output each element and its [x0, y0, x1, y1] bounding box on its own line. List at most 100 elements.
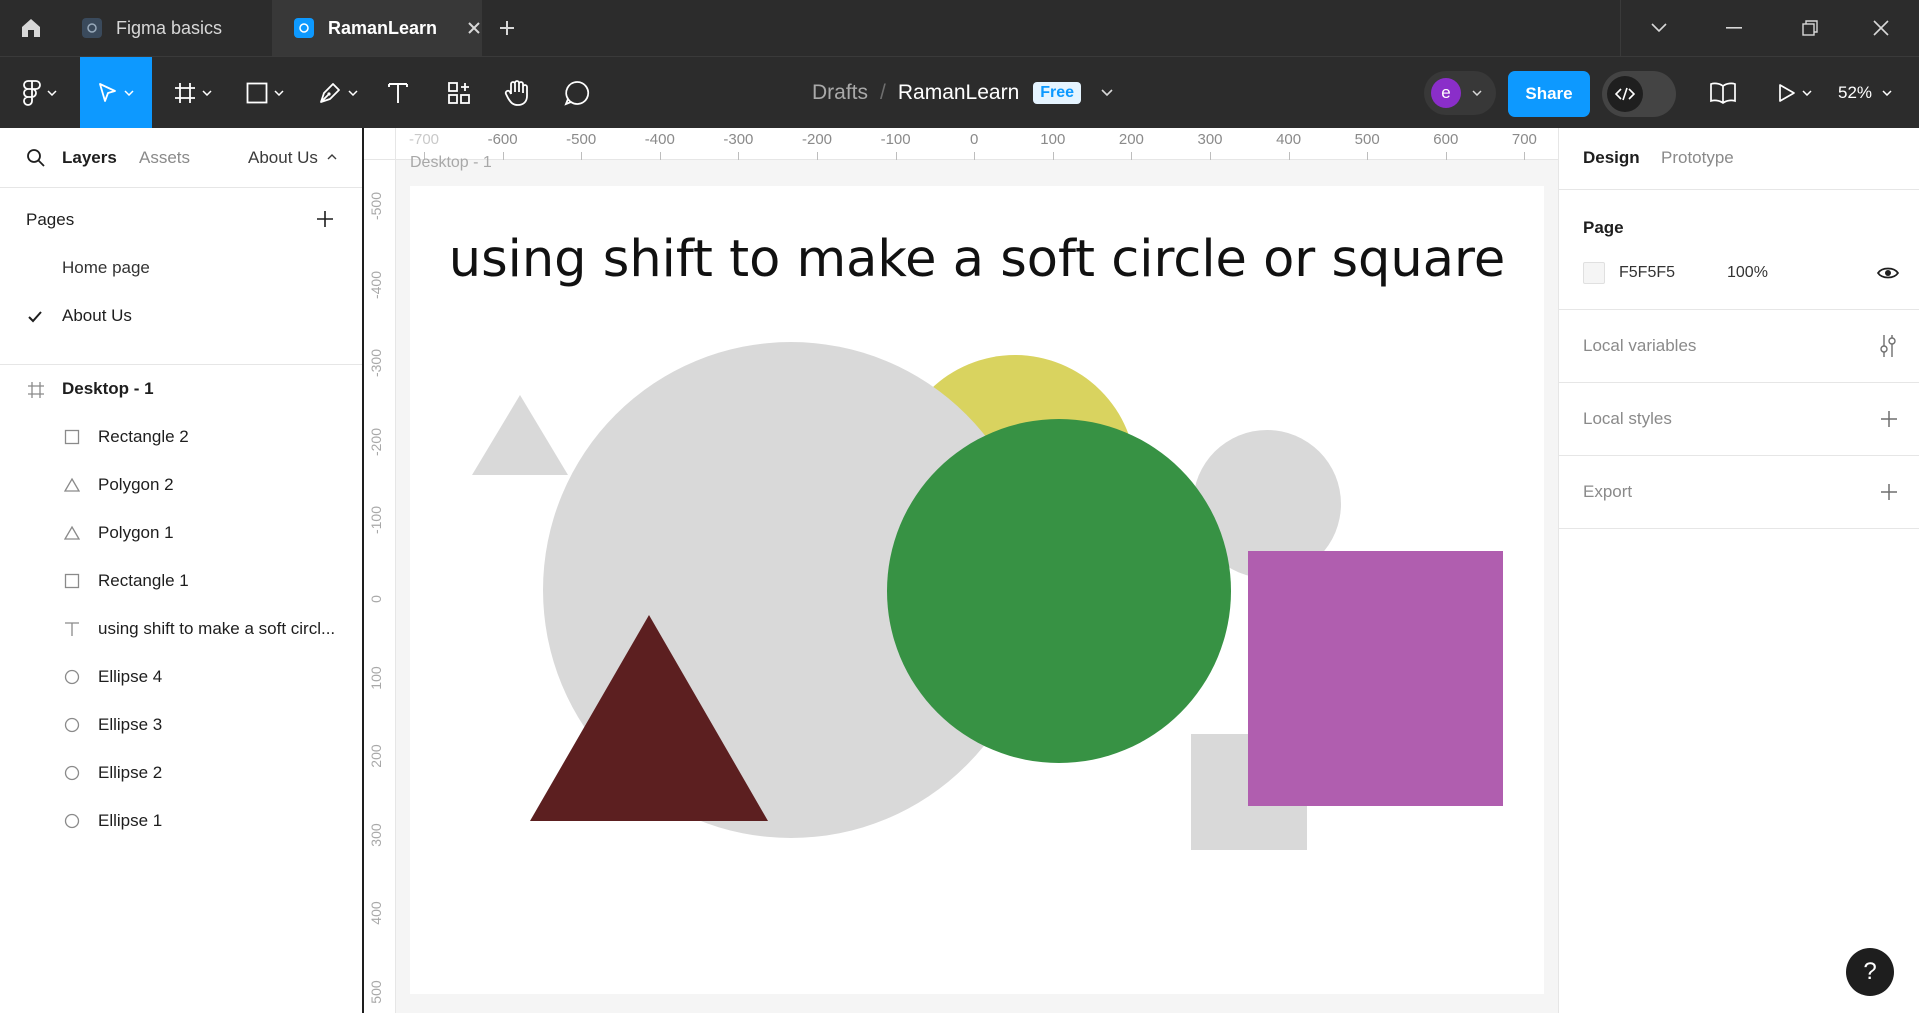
pen-tool-button[interactable]	[306, 57, 370, 129]
search-icon[interactable]	[26, 148, 46, 168]
tab-layers[interactable]: Layers	[62, 148, 117, 167]
layers-panel: Layers Assets About Us Pages Home page A…	[0, 128, 364, 1013]
polygon-gray[interactable]	[472, 395, 568, 475]
ruler-tick	[1210, 152, 1211, 160]
plan-badge[interactable]: Free	[1033, 82, 1082, 104]
shape-tool-button[interactable]	[234, 57, 296, 129]
close-window-button[interactable]	[1843, 0, 1919, 56]
layer-name: Rectangle 1	[98, 571, 189, 590]
layer-frame-desktop[interactable]: Desktop - 1	[0, 369, 360, 409]
zoom-menu[interactable]: 52%	[1838, 57, 1892, 129]
hand-icon	[504, 80, 528, 106]
ruler-tick-label: 600	[1433, 131, 1459, 148]
ruler-tick-label: 0	[970, 131, 979, 148]
local-variables-section[interactable]: Local variables	[1559, 310, 1919, 383]
ruler-tick-label: 500	[368, 980, 384, 1004]
adjust-icon[interactable]	[1878, 334, 1898, 358]
text-tool-button[interactable]	[376, 57, 420, 129]
avatar[interactable]: e	[1431, 78, 1461, 108]
present-button[interactable]	[1768, 57, 1822, 129]
file-name[interactable]: RamanLearn	[897, 81, 1020, 104]
ruler-tick	[895, 152, 897, 160]
ruler-tick-label: 100	[368, 665, 384, 690]
ruler-tick-label: 200	[1118, 131, 1144, 148]
layer-item[interactable]: using shift to make a soft circl...	[0, 609, 360, 649]
layer-item[interactable]: Rectangle 2	[0, 417, 360, 457]
page-item-about-us[interactable]: About Us	[62, 306, 132, 325]
ellipse-icon	[64, 669, 80, 685]
new-tab-button[interactable]	[482, 0, 532, 56]
multiplayer-button[interactable]: e	[1424, 71, 1496, 115]
hand-tool-button[interactable]	[494, 57, 540, 129]
move-tool-button[interactable]	[80, 57, 152, 129]
home-button[interactable]	[0, 0, 62, 56]
ellipse-green[interactable]	[887, 419, 1231, 763]
minimize-button[interactable]	[1696, 0, 1772, 56]
cursor-icon	[99, 83, 116, 102]
triangle-icon	[64, 477, 80, 492]
eye-icon[interactable]	[1877, 266, 1899, 280]
layer-name: Rectangle 2	[98, 427, 189, 446]
rectangle-purple[interactable]	[1248, 551, 1503, 806]
ruler-tick	[974, 152, 976, 160]
layer-item[interactable]: Ellipse 1	[0, 801, 360, 841]
chevron-up-icon[interactable]	[327, 154, 337, 160]
frame-icon	[175, 83, 195, 103]
layer-item[interactable]: Ellipse 4	[0, 657, 360, 697]
plus-icon[interactable]	[1880, 483, 1898, 501]
text-icon	[65, 622, 79, 636]
main-menu-button[interactable]	[10, 57, 70, 129]
restore-button[interactable]	[1772, 0, 1848, 56]
triangle-icon	[64, 525, 80, 540]
zoom-level: 52%	[1838, 83, 1873, 102]
tabs-menu-button[interactable]	[1620, 0, 1696, 56]
frame-label[interactable]: Desktop - 1	[410, 154, 492, 171]
local-styles-section[interactable]: Local styles	[1559, 383, 1919, 456]
tab-ramanlearn[interactable]: RamanLearn	[272, 0, 482, 56]
layer-name: Polygon 2	[98, 475, 174, 494]
add-page-icon[interactable]	[316, 210, 334, 228]
resources-tool-button[interactable]	[436, 57, 482, 129]
tab-figma-basics[interactable]: Figma basics	[62, 0, 272, 56]
layer-item[interactable]: Rectangle 1	[0, 561, 360, 601]
plus-icon[interactable]	[1880, 410, 1898, 428]
ellipse-small-gray[interactable]	[1193, 430, 1341, 578]
ruler-tick-label: 500	[1354, 131, 1380, 148]
dev-mode-toggle[interactable]	[1602, 71, 1676, 117]
layer-name: Ellipse 4	[98, 667, 163, 686]
ruler-tick	[1445, 152, 1447, 160]
close-tab-icon[interactable]	[467, 21, 481, 35]
chevron-down-icon[interactable]	[1101, 89, 1113, 97]
tab-design[interactable]: Design	[1583, 148, 1640, 167]
layer-item[interactable]: Polygon 2	[0, 465, 360, 505]
ellipse-icon	[64, 765, 80, 781]
toolbar: Drafts / RamanLearn Free e Share 52%	[0, 56, 1919, 129]
frame-tool-button[interactable]	[162, 57, 224, 129]
export-section[interactable]: Export	[1559, 456, 1919, 529]
ruler-tick	[1131, 152, 1133, 160]
layer-item[interactable]: Ellipse 2	[0, 753, 360, 793]
breadcrumb-drafts[interactable]: Drafts	[812, 81, 869, 104]
layer-item[interactable]: Ellipse 3	[0, 705, 360, 745]
library-button[interactable]	[1700, 57, 1746, 129]
heading-text[interactable]: using shift to make a soft circle or squ…	[448, 230, 1506, 289]
chevron-down-icon	[348, 90, 358, 96]
page-item-home[interactable]: Home page	[62, 258, 150, 277]
page-color-hex[interactable]: F5F5F5	[1619, 264, 1676, 281]
page-color-swatch[interactable]	[1583, 262, 1605, 284]
layer-item[interactable]: Polygon 1	[0, 513, 360, 553]
tab-prototype[interactable]: Prototype	[1661, 148, 1734, 167]
ellipse-icon	[64, 813, 80, 829]
help-button[interactable]: ?	[1846, 948, 1894, 996]
share-button[interactable]: Share	[1508, 71, 1590, 117]
ruler-tick-label: 400	[368, 901, 384, 926]
page-opacity[interactable]: 100%	[1727, 264, 1768, 281]
figma-logo-icon	[23, 80, 41, 106]
frame-desktop-1[interactable]: using shift to make a soft circle or squ…	[410, 186, 1544, 994]
tab-assets[interactable]: Assets	[139, 148, 191, 167]
comment-tool-button[interactable]	[554, 57, 600, 129]
polygon-maroon[interactable]	[530, 615, 768, 821]
current-page-selector[interactable]: About Us	[248, 148, 318, 167]
